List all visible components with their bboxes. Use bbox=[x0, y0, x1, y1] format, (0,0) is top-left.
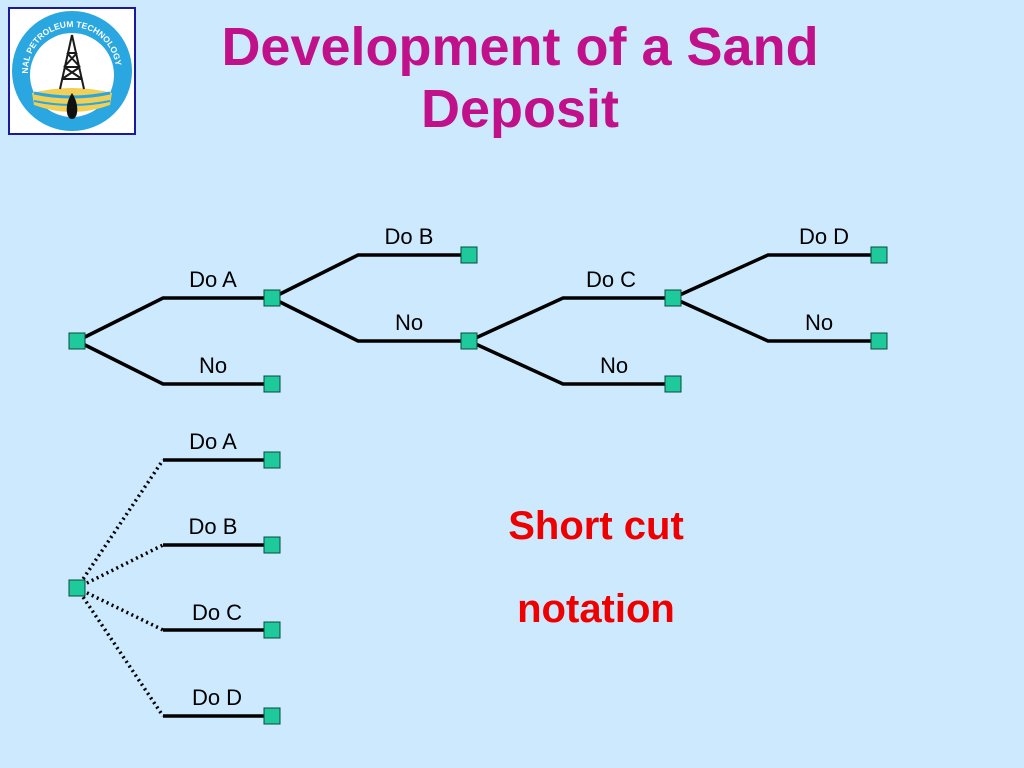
label-no-b: No bbox=[395, 310, 423, 335]
shortcut-note-line1: Short cut bbox=[508, 504, 684, 548]
label-do-d: Do D bbox=[799, 224, 849, 249]
label-do-b: Do B bbox=[385, 224, 434, 249]
decision-node-a bbox=[263, 289, 281, 307]
shortcut-label-do-d: Do D bbox=[192, 685, 242, 710]
branch-line-do-d bbox=[671, 253, 881, 300]
branch-line-do-a bbox=[75, 296, 274, 343]
shortcut-root-node bbox=[68, 579, 86, 597]
end-node-do-d bbox=[870, 246, 888, 264]
tree-nodes bbox=[68, 246, 888, 725]
shortcut-dotted-b bbox=[76, 543, 164, 590]
shortcut-end-node-a bbox=[263, 451, 281, 469]
label-no-a: No bbox=[199, 353, 227, 378]
shortcut-note-line2: notation bbox=[517, 587, 675, 631]
label-do-a: Do A bbox=[189, 267, 237, 292]
shortcut-end-node-b bbox=[263, 536, 281, 554]
label-no-d: No bbox=[805, 310, 833, 335]
shortcut-stub-lines bbox=[163, 458, 272, 718]
shortcut-dotted-c bbox=[76, 586, 164, 632]
end-node-no-a bbox=[263, 375, 281, 393]
shortcut-label-do-b: Do B bbox=[189, 514, 238, 539]
end-node-no-c bbox=[664, 375, 682, 393]
shortcut-end-node-c bbox=[263, 621, 281, 639]
npto-logo: NATIONAL PETROLEUM TECHNOLOGY OFFICE bbox=[7, 1, 136, 135]
branch-line-no-c bbox=[467, 339, 675, 386]
label-do-c: Do C bbox=[586, 267, 636, 292]
decision-node-root bbox=[68, 332, 86, 350]
shortcut-dotted-d bbox=[75, 587, 165, 717]
branch-line-no-b bbox=[270, 296, 471, 343]
branch-line-do-c bbox=[467, 296, 675, 343]
slide-title: Development of a Sand Deposit bbox=[221, 17, 819, 139]
shortcut-label-do-c: Do C bbox=[192, 600, 242, 625]
branch-line-no-d bbox=[671, 296, 881, 343]
shortcut-dotted-a bbox=[75, 459, 165, 589]
branch-line-do-b bbox=[270, 253, 471, 300]
end-node-do-b bbox=[460, 246, 478, 264]
branch-line-no-a bbox=[75, 339, 274, 386]
decision-node-d bbox=[664, 289, 682, 307]
shortcut-label-do-a: Do A bbox=[189, 429, 237, 454]
shortcut-fan-lines bbox=[75, 459, 165, 717]
npto-emblem-icon: NATIONAL PETROLEUM TECHNOLOGY OFFICE bbox=[7, 1, 132, 131]
decision-node-c bbox=[460, 332, 478, 350]
end-node-no-d bbox=[870, 332, 888, 350]
label-no-c: No bbox=[600, 353, 628, 378]
full-tree-branches bbox=[75, 253, 881, 386]
shortcut-end-node-d bbox=[263, 707, 281, 725]
